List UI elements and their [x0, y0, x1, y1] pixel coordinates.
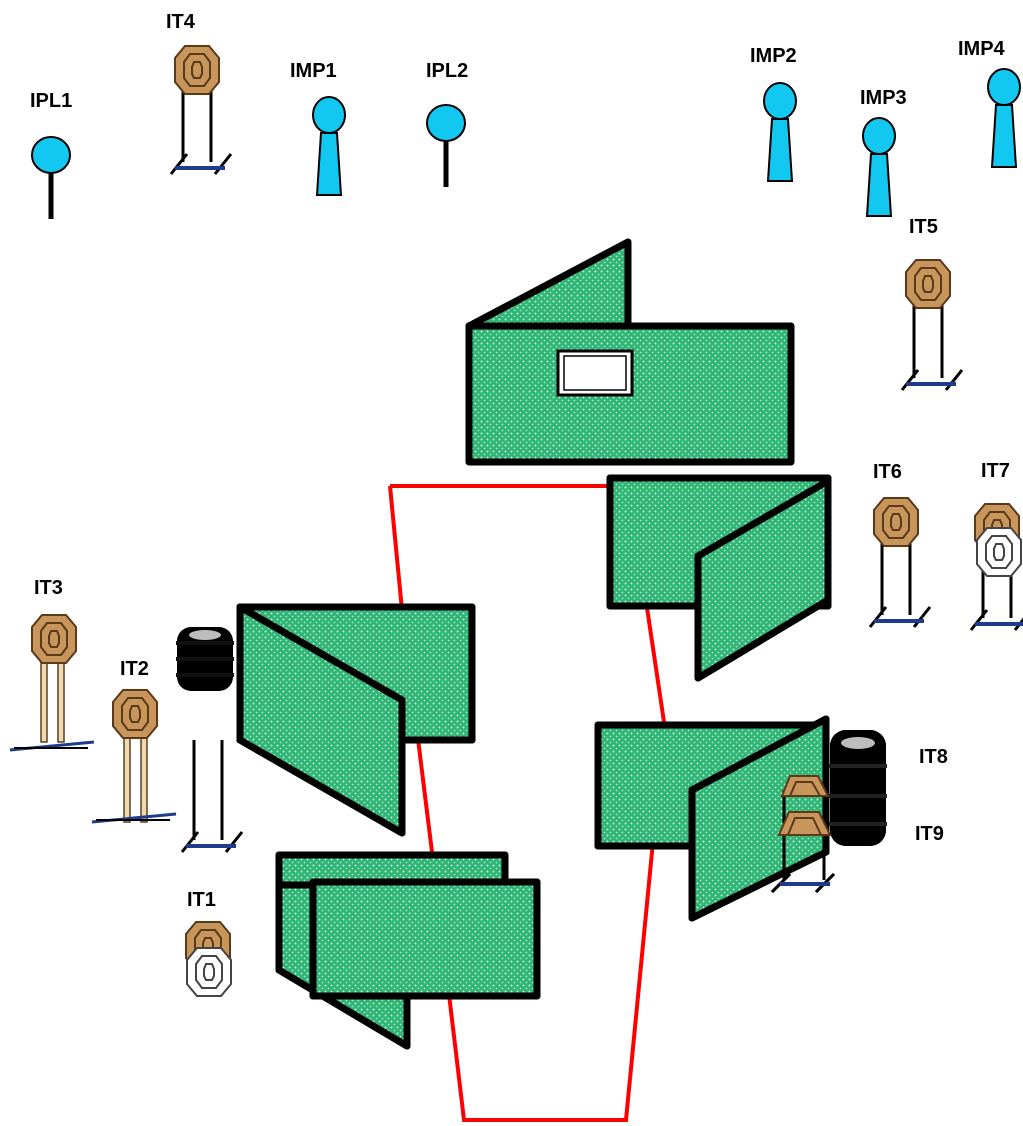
label-imp2: IMP2 [750, 45, 797, 67]
target-it7 [969, 503, 1023, 632]
label-imp4: IMP4 [958, 38, 1006, 60]
target-it4 [169, 45, 233, 176]
popper-imp1 [312, 96, 346, 196]
target-it1 [180, 738, 244, 997]
label-imp1: IMP1 [290, 60, 337, 82]
label-it3: IT3 [34, 577, 63, 599]
barrel-left [176, 627, 234, 691]
target-it3 [9, 614, 95, 752]
plate-ipl1 [32, 137, 70, 219]
wall-overlays [236, 474, 832, 1050]
target-it8-it9-front [770, 775, 836, 894]
wall-top [465, 238, 795, 466]
label-imp3: IMP3 [860, 87, 907, 109]
label-it5: IT5 [909, 216, 938, 238]
popper-imp3 [862, 117, 896, 217]
label-ipl1: IPL1 [30, 90, 72, 112]
label-it7: IT7 [981, 460, 1010, 482]
plate-ipl2 [427, 105, 465, 187]
popper-imp2 [763, 82, 797, 182]
popper-imp4 [987, 68, 1021, 168]
label-it9: IT9 [915, 823, 944, 845]
label-it2: IT2 [120, 658, 149, 680]
label-it6: IT6 [873, 461, 902, 483]
barrel-right-front [829, 730, 887, 846]
label-it8: IT8 [919, 746, 948, 768]
target-it6 [868, 497, 932, 629]
label-ipl2: IPL2 [426, 60, 468, 82]
target-it2 [91, 689, 177, 824]
target-it5 [900, 259, 964, 392]
label-it4: IT4 [166, 11, 196, 33]
label-it1: IT1 [187, 889, 216, 911]
